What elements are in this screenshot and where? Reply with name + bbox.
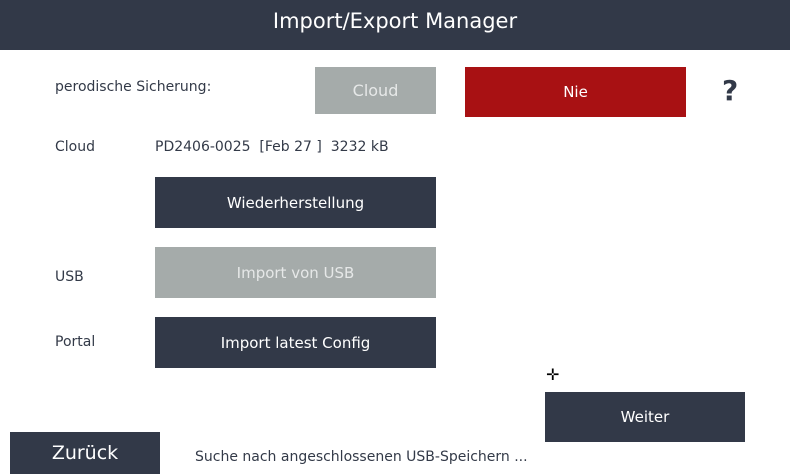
cloud-label: Cloud: [55, 139, 95, 155]
back-button[interactable]: Zurück: [10, 432, 160, 474]
status-text: Suche nach angeschlossenen USB-Speichern…: [195, 449, 528, 465]
title-bar: Import/Export Manager: [0, 0, 790, 50]
portal-label: Portal: [55, 334, 96, 350]
cloud-backup-info: PD2406-0025 [Feb 27 ] 3232 kB: [155, 139, 389, 155]
periodic-backup-label: perodische Sicherung:: [55, 79, 212, 95]
page-title: Import/Export Manager: [272, 9, 518, 33]
import-usb-button[interactable]: Import von USB: [155, 247, 436, 298]
next-button[interactable]: Weiter: [545, 392, 745, 442]
cloud-target-button[interactable]: Cloud: [315, 67, 436, 114]
restore-button[interactable]: Wiederherstellung: [155, 177, 436, 228]
backup-interval-button[interactable]: Nie: [465, 67, 686, 117]
cursor-crosshair-icon: ✛: [546, 365, 560, 384]
help-icon[interactable]: ?: [722, 74, 739, 107]
usb-label: USB: [55, 269, 84, 285]
import-config-button[interactable]: Import latest Config: [155, 317, 436, 368]
